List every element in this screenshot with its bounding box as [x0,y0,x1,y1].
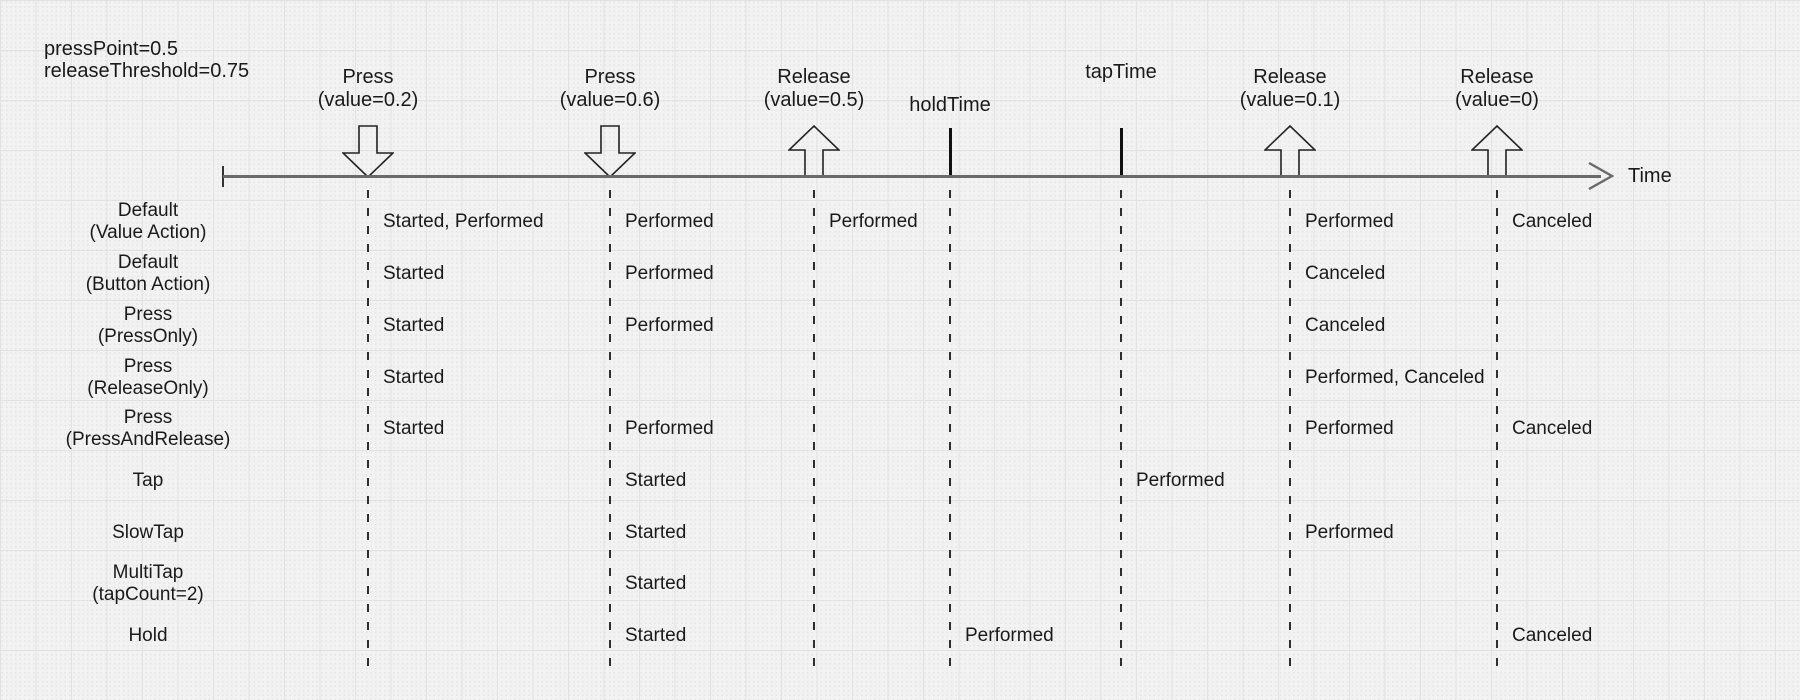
column-header-release-value-0.5: Release(value=0.5) [714,66,914,112]
press-point-label: pressPoint=0.5 [44,38,178,60]
row-label-press-press-only: Press(PressOnly) [28,304,268,348]
dashed-guide-line-tapTime [1120,190,1122,667]
row-label-line: (Value Action) [89,222,207,243]
row-label-line: Press [123,356,173,377]
column-header-tapTime: tapTime [1021,61,1221,84]
row-label-default-button-action: Default(Button Action) [28,252,268,296]
press-down-arrow-icon [584,125,636,178]
row-label-press-release-only: Press(ReleaseOnly) [28,356,268,400]
phase-cell: Started [383,315,445,336]
holdTime-tick [948,128,952,177]
phase-cell: Canceled [1305,263,1386,284]
row-label-multi-tap-tapcount-2: MultiTap(tapCount=2) [28,562,268,606]
phase-cell: Canceled [1305,315,1386,336]
column-header-line: Press [584,66,636,88]
phase-cell: Performed [1136,470,1225,491]
tapTime-tick [1119,128,1123,177]
row-label-line: (PressAndRelease) [65,429,231,450]
row-label-tap: Tap [28,470,268,492]
phase-cell: Canceled [1512,211,1593,232]
phase-cell: Performed [829,211,918,232]
phase-cell: Performed [1305,522,1394,543]
config-text: pressPoint=0.5 releaseThreshold=0.75 [44,38,249,82]
release-up-arrow-icon [788,125,840,178]
column-header-line: holdTime [909,94,991,116]
dashed-guide-line-release-value-0.5 [813,190,815,667]
release-up-arrow-icon [1264,125,1316,178]
column-header-line: tapTime [1085,61,1157,83]
column-header-line: Release [1253,66,1327,88]
dashed-guide-line-press-value-0.6 [609,190,611,667]
phase-cell: Performed, Canceled [1305,367,1485,388]
dashed-guide-line-press-value-0.2 [367,190,369,667]
dashed-guide-line-holdTime [949,190,951,667]
phase-cell: Performed [625,211,714,232]
row-label-line: (tapCount=2) [92,584,204,605]
column-header-line: (value=0.2) [317,89,419,111]
dashed-guide-line-release-value-0 [1496,190,1498,667]
row-label-line: Hold [128,625,168,646]
phase-cell: Started [625,522,687,543]
release-threshold-label: releaseThreshold=0.75 [44,60,250,82]
column-header-line: (value=0.1) [1239,89,1341,111]
row-label-hold: Hold [28,625,268,647]
row-label-line: SlowTap [112,522,184,543]
row-label-line: (PressOnly) [97,326,199,347]
time-axis-arrowhead-icon [1588,162,1614,190]
column-header-line: (value=0.6) [559,89,661,111]
phase-cell: Performed [1305,211,1394,232]
phase-cell: Started [383,263,445,284]
phase-cell: Canceled [1512,418,1593,439]
phase-cell: Started [625,470,687,491]
row-label-line: Default [117,252,179,273]
row-label-slow-tap: SlowTap [28,522,268,544]
row-label-line: MultiTap [112,562,184,583]
column-header-press-value-0.2: Press(value=0.2) [268,66,468,112]
row-label-line: Press [123,304,173,325]
row-label-default-value-action: Default(Value Action) [28,200,268,244]
phase-cell: Started [625,573,687,594]
column-header-release-value-0: Release(value=0) [1397,66,1597,112]
phase-cell: Performed [625,263,714,284]
column-header-line: (value=0.5) [763,89,865,111]
column-header-release-value-0.1: Release(value=0.1) [1190,66,1390,112]
release-up-arrow-icon [1471,125,1523,178]
column-header-press-value-0.6: Press(value=0.6) [510,66,710,112]
row-label-line: Tap [132,470,164,491]
row-label-line: Default [117,200,179,221]
press-down-arrow-icon [342,125,394,178]
phase-cell: Performed [1305,418,1394,439]
column-header-line: Release [1460,66,1534,88]
row-label-line: (ReleaseOnly) [87,378,209,399]
phase-cell: Performed [965,625,1054,646]
phase-cell: Performed [625,315,714,336]
time-axis [223,175,1601,178]
column-header-line: Press [342,66,394,88]
row-label-line: Press [123,407,173,428]
column-header-line: (value=0) [1455,89,1539,111]
phase-cell: Started, Performed [383,211,544,232]
phase-cell: Performed [625,418,714,439]
phase-cell: Started [625,625,687,646]
column-header-holdTime: holdTime [850,94,1050,117]
phase-cell: Started [383,418,445,439]
column-header-line: Release [777,66,851,88]
phase-cell: Canceled [1512,625,1593,646]
dashed-guide-line-release-value-0.1 [1289,190,1291,667]
row-label-press-press-and-release: Press(PressAndRelease) [28,407,268,451]
row-label-line: (Button Action) [85,274,211,295]
phase-cell: Started [383,367,445,388]
time-axis-label: Time [1628,165,1672,187]
